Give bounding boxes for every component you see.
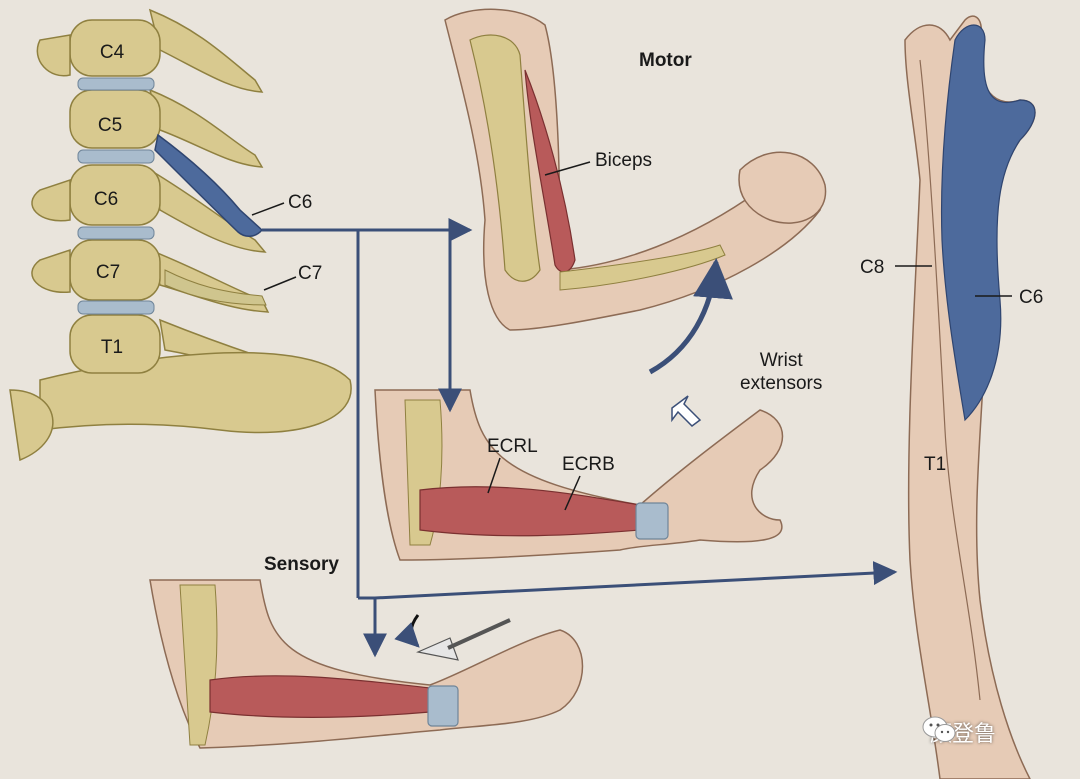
motor-arm-illustration bbox=[444, 8, 827, 331]
sensory-section-title: Sensory bbox=[264, 554, 339, 575]
ecrb-label: ECRB bbox=[562, 454, 615, 475]
hollow-arrow bbox=[671, 395, 702, 427]
c6-dermatome bbox=[940, 24, 1036, 422]
sensory-forearm bbox=[149, 579, 584, 749]
motor-section-title: Motor bbox=[639, 50, 692, 71]
vertebra-label-c6: C6 bbox=[93, 189, 119, 210]
watermark: 颜登鲁 bbox=[922, 716, 996, 748]
reflex-hammer bbox=[416, 637, 459, 661]
vertebra-label-c4: C4 bbox=[99, 42, 125, 63]
leader-lines bbox=[251, 161, 1012, 511]
wrist-extensor-forearm bbox=[374, 389, 784, 561]
vertebra-label-c7: C7 bbox=[95, 262, 121, 283]
ecrl-label: ECRL bbox=[487, 436, 538, 457]
pathway-arrows bbox=[262, 218, 898, 658]
dermatome-label-c6: C6 bbox=[1019, 287, 1044, 308]
vertebra-label-t1: T1 bbox=[100, 337, 124, 358]
vertebra-label-c5: C5 bbox=[97, 115, 123, 136]
nerve-root-label-c6: C6 bbox=[288, 192, 313, 213]
dermatome-label-t1: T1 bbox=[924, 454, 947, 475]
nerve-root-label-c7: C7 bbox=[298, 263, 323, 284]
biceps-label: Biceps bbox=[595, 150, 653, 171]
cervical-spine bbox=[9, 8, 352, 462]
c6-nerve-root bbox=[154, 133, 264, 237]
dermatome-arm bbox=[904, 15, 1036, 779]
wrist-extensors-label: Wrist extensors bbox=[740, 350, 823, 394]
dermatome-label-c8: C8 bbox=[860, 257, 885, 278]
wrist-retinaculum bbox=[635, 502, 669, 540]
